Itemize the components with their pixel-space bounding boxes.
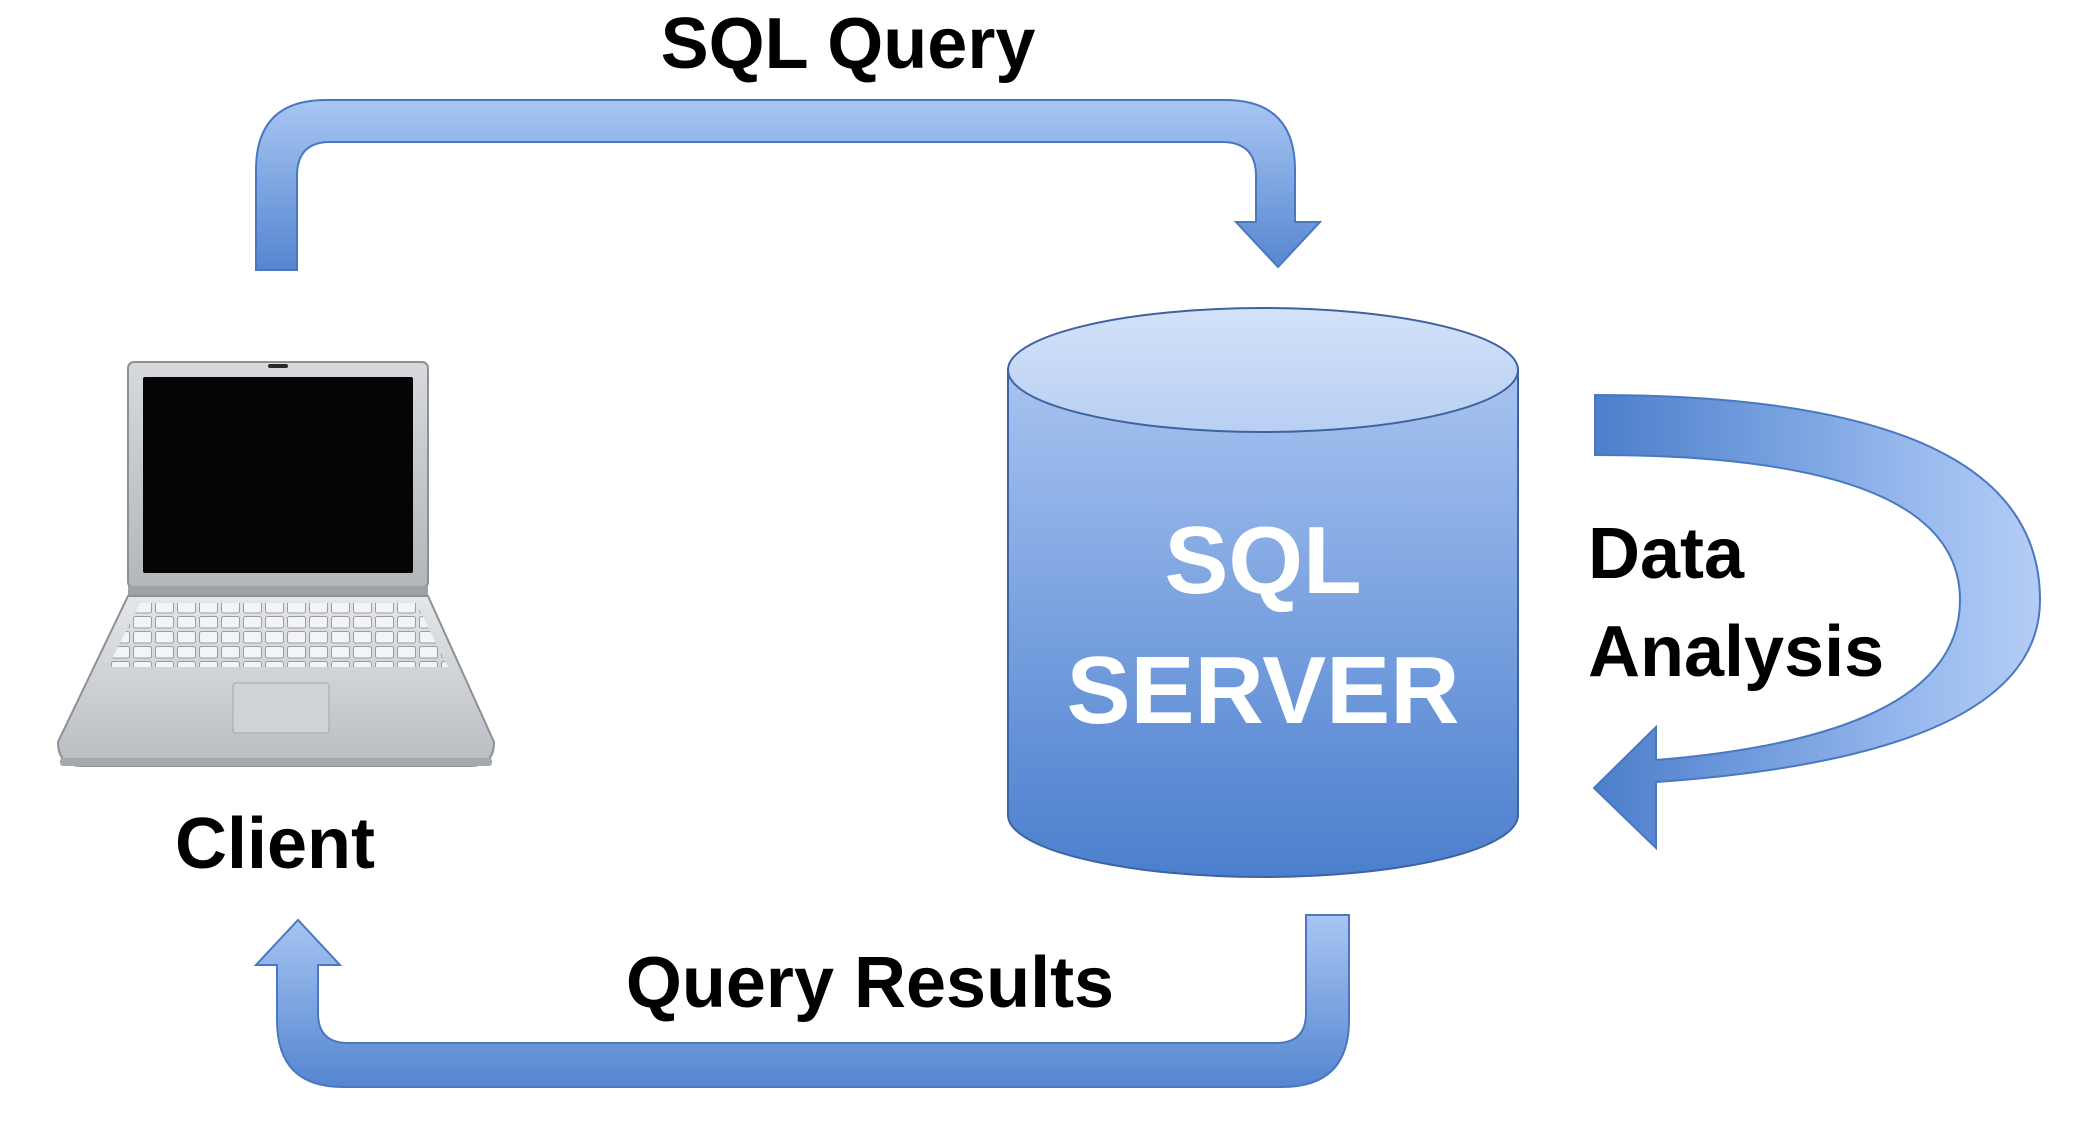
- query-results-arrow: [253, 914, 1350, 1088]
- data-analysis-label-line2: Analysis: [1588, 612, 1884, 692]
- sql-query-label: SQL Query: [661, 4, 1036, 84]
- query-results-label: Query Results: [626, 943, 1114, 1023]
- data-analysis-arrow: [1592, 393, 2042, 851]
- server-label-line1: SQL: [1164, 507, 1361, 614]
- client-label: Client: [175, 804, 375, 884]
- server-label-line2: SERVER: [1066, 637, 1459, 744]
- data-analysis-label-line1: Data: [1588, 514, 1745, 594]
- laptop-icon: [56, 361, 496, 767]
- database-cylinder-icon: [1007, 307, 1519, 878]
- sql-query-arrow: [255, 99, 1323, 271]
